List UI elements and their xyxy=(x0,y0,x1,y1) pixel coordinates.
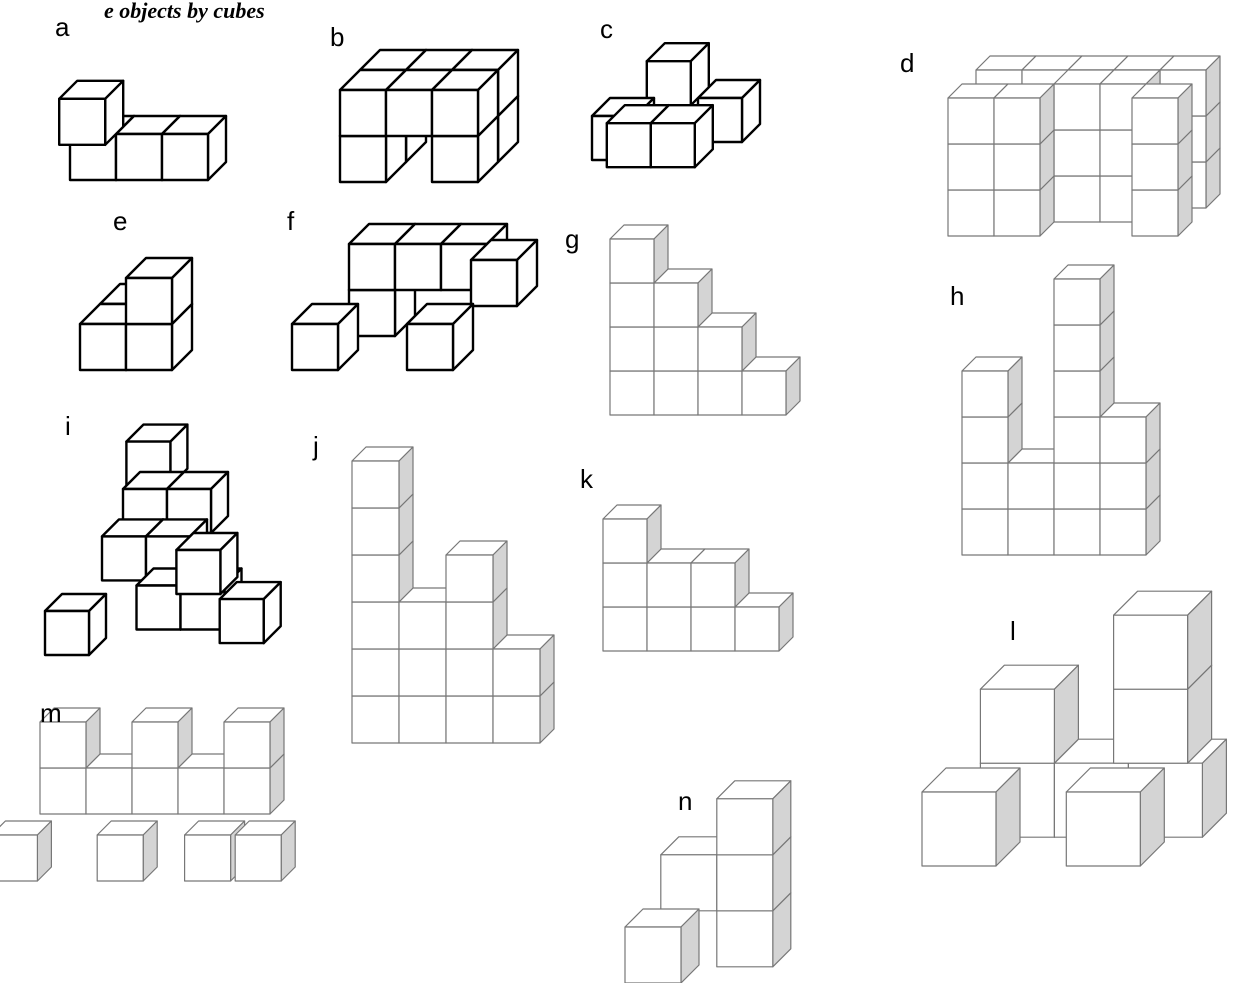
cube xyxy=(235,821,295,881)
figure-label-l: l xyxy=(1010,616,1016,646)
cube xyxy=(176,533,237,594)
figure-h: h xyxy=(950,265,1160,555)
cube xyxy=(698,313,756,371)
cube xyxy=(735,593,793,651)
cube xyxy=(1054,265,1114,325)
figure-g: g xyxy=(565,224,800,415)
cube xyxy=(97,821,157,881)
cube xyxy=(432,70,498,136)
figure-label-f: f xyxy=(287,206,295,236)
cube xyxy=(126,258,192,324)
figure-l: l xyxy=(922,591,1226,866)
cube xyxy=(1066,768,1164,866)
figure-n: n xyxy=(625,781,791,983)
cube xyxy=(446,541,507,602)
cube xyxy=(162,116,226,180)
cube xyxy=(132,708,192,768)
cube xyxy=(1100,403,1160,463)
cube xyxy=(691,549,749,607)
cube xyxy=(647,43,709,105)
figure-d: d xyxy=(900,48,1220,236)
cube xyxy=(625,909,699,983)
figure-m: m xyxy=(0,698,295,881)
figure-label-e: e xyxy=(113,206,127,236)
figure-e: e xyxy=(80,206,192,370)
cube xyxy=(922,768,1020,866)
figure-label-b: b xyxy=(330,22,344,52)
cube xyxy=(471,240,537,306)
figure-a: a xyxy=(55,12,226,180)
cube xyxy=(742,357,800,415)
cube xyxy=(224,708,284,768)
figure-label-d: d xyxy=(900,48,914,78)
figure-label-a: a xyxy=(55,12,70,42)
cube xyxy=(1114,591,1212,689)
cube xyxy=(1132,84,1192,144)
figure-label-j: j xyxy=(312,431,319,461)
cube xyxy=(603,505,661,563)
figure-c: c xyxy=(592,14,760,167)
figure-label-c: c xyxy=(600,14,613,44)
cube xyxy=(220,582,281,643)
figure-k: k xyxy=(580,464,793,651)
cube xyxy=(59,81,123,145)
figure-label-g: g xyxy=(565,224,579,254)
cube xyxy=(717,781,791,855)
cube xyxy=(654,269,712,327)
figure-j: j xyxy=(312,431,554,743)
figure-f: f xyxy=(287,206,537,370)
cube xyxy=(493,635,554,696)
cube xyxy=(352,447,413,508)
figure-label-m: m xyxy=(40,698,62,728)
cube xyxy=(0,821,51,881)
figure-label-n: n xyxy=(678,786,692,816)
cube xyxy=(292,304,358,370)
cube xyxy=(980,665,1078,763)
cube xyxy=(407,304,473,370)
cube xyxy=(994,84,1054,144)
cube xyxy=(45,594,106,655)
figure-label-i: i xyxy=(65,411,71,441)
figure-i: i xyxy=(45,411,281,655)
figure-label-h: h xyxy=(950,281,964,311)
cube xyxy=(610,225,668,283)
cube xyxy=(962,357,1022,417)
figure-b: b xyxy=(330,22,518,182)
figure-label-k: k xyxy=(580,464,594,494)
cube xyxy=(651,105,713,167)
